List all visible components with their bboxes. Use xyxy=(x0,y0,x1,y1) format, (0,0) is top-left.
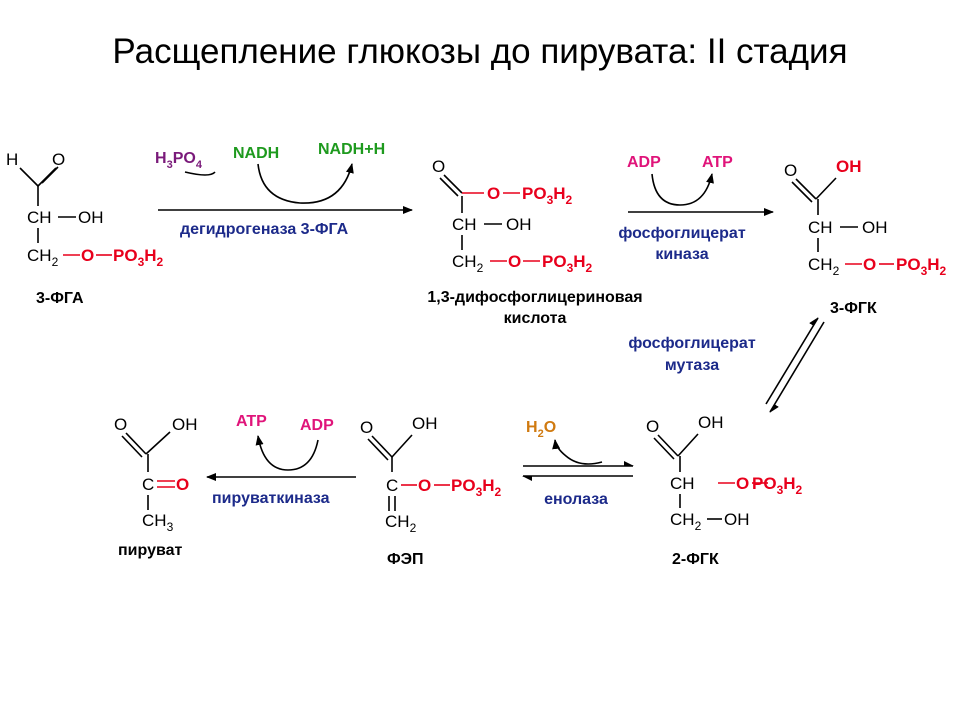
atom-ch: CH xyxy=(670,474,695,493)
compound-name: пируват xyxy=(118,542,182,559)
cofactor-atp: ATP xyxy=(236,413,267,430)
atom-oh: OH xyxy=(412,414,438,433)
arrow-curve xyxy=(257,163,354,204)
enzyme-label-line1: фосфоглицерат xyxy=(618,225,745,242)
atom-h: H xyxy=(6,150,18,169)
phosphate-group: PO3H2 xyxy=(113,246,164,269)
cofactor-adp: ADP xyxy=(627,154,661,171)
bond xyxy=(19,167,39,187)
phosphate-group: PO3H2 xyxy=(542,252,593,275)
atom-oh: OH xyxy=(78,208,104,227)
atom-oh: OH xyxy=(862,218,888,237)
bond xyxy=(791,181,813,203)
atom-ch2: CH2 xyxy=(385,512,417,535)
arrow-curve xyxy=(651,173,714,206)
bond xyxy=(439,177,459,197)
reaction-dehydrogenase: H3PO4 NADH NADH+H дегидрогеназа 3-ФГА xyxy=(155,141,413,238)
bond xyxy=(371,435,393,458)
enzyme-label: пируваткиназа xyxy=(212,490,330,507)
compound-name: 3-ФГА xyxy=(36,290,84,307)
reaction-enolase: H2O енолаза xyxy=(522,419,634,508)
atom-o: O xyxy=(784,161,797,180)
compound-name: 3-ФГК xyxy=(830,300,877,317)
bond xyxy=(815,177,837,200)
atom-o-red: O xyxy=(736,474,749,493)
atom-o-red: O xyxy=(176,475,189,494)
bond xyxy=(677,433,699,457)
compound-name: 2-ФГК xyxy=(672,551,719,568)
enzyme-label-line2: киназа xyxy=(655,246,708,263)
atom-c: C xyxy=(142,475,154,494)
phosphate-group: PO3H2 xyxy=(896,255,947,278)
bond xyxy=(443,174,463,194)
bond xyxy=(125,432,147,455)
atom-o-red: O xyxy=(487,184,500,203)
phosphate-group: PO3H2 xyxy=(522,184,573,207)
compound-name-line2: кислота xyxy=(504,310,567,327)
atom-o: O xyxy=(114,415,127,434)
cofactor-nadh-h: NADH+H xyxy=(318,141,385,158)
bond xyxy=(795,178,817,200)
bond xyxy=(41,166,59,184)
atom-o: O xyxy=(52,150,65,169)
atom-o-red: O xyxy=(508,252,521,271)
atom-o: O xyxy=(432,157,445,176)
arrow-curve xyxy=(552,439,603,465)
bond xyxy=(391,434,413,458)
atom-o-red: O xyxy=(81,246,94,265)
bond xyxy=(657,434,679,457)
reaction-pyruvate-kinase: ATP ADP пируваткиназа xyxy=(206,413,356,507)
enzyme-label: дегидрогеназа 3-ФГА xyxy=(180,221,349,238)
arrow-forward xyxy=(769,321,825,413)
enzyme-label: енолаза xyxy=(544,491,608,508)
bond xyxy=(367,438,389,461)
bond xyxy=(653,437,675,460)
atom-o-red: O xyxy=(863,255,876,274)
atom-o-red: O xyxy=(418,476,431,495)
atom-oh: OH xyxy=(724,510,750,529)
atom-ch2: CH2 xyxy=(27,246,59,269)
atom-ch: CH xyxy=(452,215,477,234)
compound-3-fgk: O OH CH OH CH2 O PO3H2 3-ФГК xyxy=(784,157,947,317)
enzyme-label-line2: мутаза xyxy=(665,357,719,374)
compound-fep: O OH C O PO3H2 CH2 ФЭП xyxy=(360,414,502,568)
bond xyxy=(121,435,143,458)
enzyme-label-line1: фосфоглицерат xyxy=(628,335,755,352)
reaction-kinase: ADP ATP фосфоглицерат киназа xyxy=(618,154,774,263)
arrow-curve-in xyxy=(184,171,216,176)
phosphate-group: PO3H2 xyxy=(451,476,502,499)
cofactor-h2o: H2O xyxy=(526,419,556,440)
bond xyxy=(145,431,171,455)
atom-o: O xyxy=(646,417,659,436)
compound-2-fgk: O OH CH O PO3H2 CH2 OH 2-ФГК xyxy=(646,413,803,568)
compound-name-line1: 1,3-дифосфоглицериновая xyxy=(427,289,642,306)
compound-pyruvate: O OH C O CH3 пируват xyxy=(114,415,198,559)
compound-1-3-dpg: O O PO3H2 CH OH CH2 O PO3H2 1,3-дифосфог… xyxy=(427,157,642,327)
atom-oh: OH xyxy=(698,413,724,432)
atom-o: O xyxy=(360,418,373,437)
atom-ch: CH xyxy=(808,218,833,237)
compound-name: ФЭП xyxy=(387,551,424,568)
cofactor-nadh: NADH xyxy=(233,145,279,162)
atom-ch2: CH2 xyxy=(452,252,484,275)
page-title: Расщепление глюкозы до пирувата: II стад… xyxy=(112,32,847,71)
atom-ch: CH xyxy=(27,208,52,227)
cofactor-atp: ATP xyxy=(702,154,733,171)
reaction-mutase: фосфоглицерат мутаза xyxy=(628,317,825,413)
atom-oh: OH xyxy=(172,415,198,434)
atom-oh-red: OH xyxy=(836,157,862,176)
cofactor-adp: ADP xyxy=(300,417,334,434)
arrow-reverse xyxy=(765,317,819,405)
atom-c: C xyxy=(386,476,398,495)
atom-oh: OH xyxy=(506,215,532,234)
phosphate-group: PO3H2 xyxy=(752,474,803,497)
atom-ch2: CH2 xyxy=(808,255,840,278)
atom-ch3: CH3 xyxy=(142,511,174,534)
compound-3-fga: H O CH OH CH2 O PO3H2 3-ФГА xyxy=(6,150,164,307)
atom-ch2: CH2 xyxy=(670,510,702,533)
arrow-curve xyxy=(255,435,319,471)
cofactor-h3po4: H3PO4 xyxy=(155,150,203,171)
